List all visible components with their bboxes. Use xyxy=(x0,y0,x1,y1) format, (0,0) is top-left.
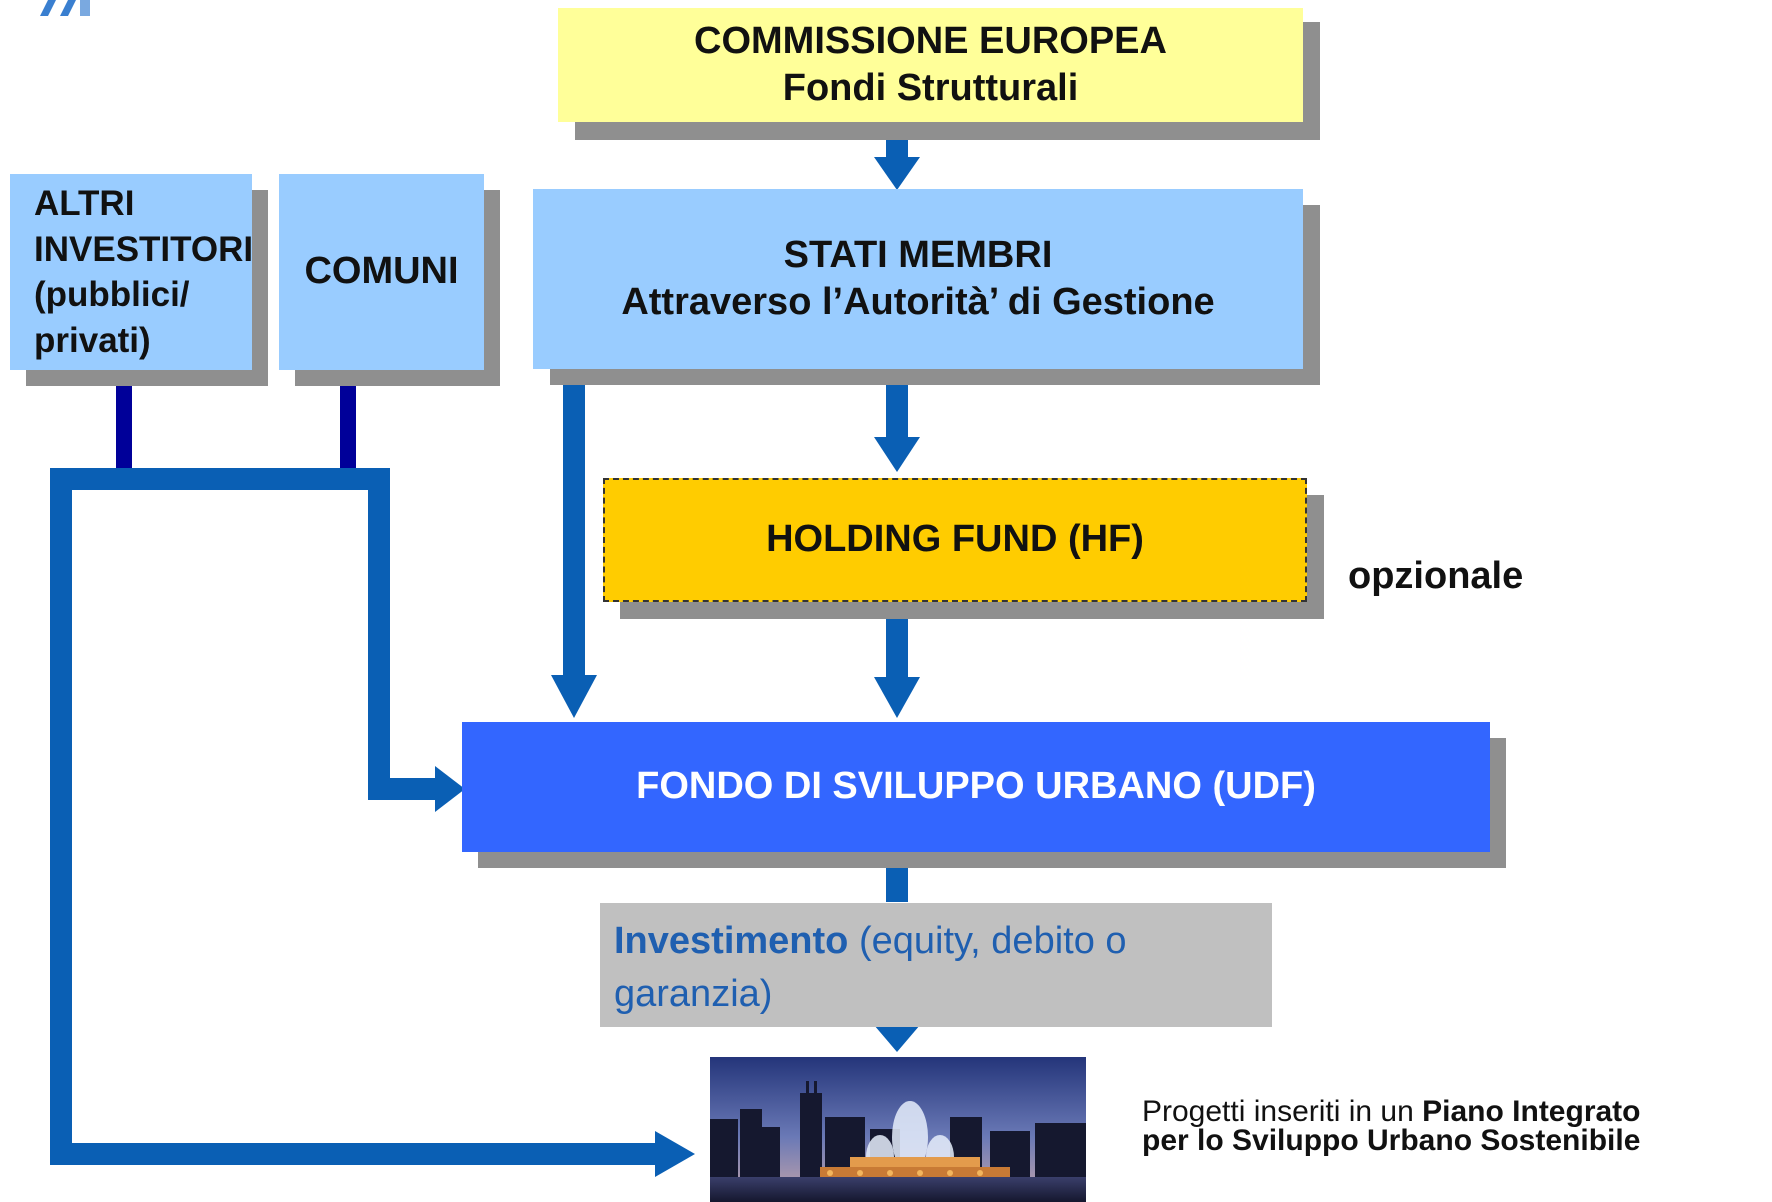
altri-line4: privati) xyxy=(34,320,151,360)
arrow-shaft-stati-udf xyxy=(563,385,585,680)
connector-to-udf xyxy=(368,778,440,800)
arrow-shaft-stati-holding xyxy=(886,380,908,442)
arrow-head-stati-udf xyxy=(551,675,597,718)
investimento-rest: (equity, debito o xyxy=(848,920,1127,962)
arrow-shaft-commissione-stati xyxy=(886,140,908,162)
projects-prefix: Progetti inseriti in un xyxy=(1142,1095,1423,1128)
arrow-head-investimento-projects xyxy=(874,1025,920,1052)
stati-title: STATI MEMBRI xyxy=(783,233,1053,276)
projects-bold1: Piano Integrato xyxy=(1422,1095,1641,1128)
city-skyline-photo-icon xyxy=(710,1057,1086,1202)
arrow-head-to-udf xyxy=(435,766,465,812)
arrow-head-to-projects xyxy=(655,1131,695,1177)
arrow-head-holding-udf xyxy=(874,677,920,718)
investimento-line1: Investimento (equity, debito o xyxy=(614,915,1258,968)
connector-to-projects xyxy=(50,1143,660,1165)
arrow-shaft-udf-investimento xyxy=(886,862,908,902)
holding-fund-box: HOLDING FUND (HF) xyxy=(603,478,1307,602)
commissione-europea-box: COMMISSIONE EUROPEA Fondi Strutturali xyxy=(558,8,1303,122)
altri-investitori-box: ALTRI INVESTITORI (pubblici/ privati) xyxy=(10,174,254,370)
arrow-shaft-holding-udf xyxy=(886,615,908,682)
investimento-bold: Investimento xyxy=(614,920,849,962)
projects-line1: Progetti inseriti in un Piano Integrato xyxy=(1142,1095,1641,1128)
opzionale-label: opzionale xyxy=(1348,555,1524,597)
projects-line2: per lo Sviluppo Urbano Sostenibile xyxy=(1142,1123,1641,1157)
connector-horizontal-bar xyxy=(50,468,390,490)
holding-label: HOLDING FUND (HF) xyxy=(766,518,1144,561)
stati-membri-box: STATI MEMBRI Attraverso l’Autorità’ di G… xyxy=(533,189,1303,369)
commissione-subtitle: Fondi Strutturali xyxy=(782,67,1079,109)
projects-bold2: per lo Sviluppo Urbano Sostenibile xyxy=(1142,1123,1641,1157)
arrow-head-commissione-stati xyxy=(874,157,920,190)
udf-box: FONDO DI SVILUPPO URBANO (UDF) xyxy=(462,722,1490,852)
connector-left-vertical xyxy=(50,468,72,1163)
investimento-line2: garanzia) xyxy=(614,973,773,1016)
arrow-head-stati-holding xyxy=(874,437,920,472)
logo-icon xyxy=(40,0,90,16)
commissione-title: COMMISSIONE EUROPEA xyxy=(694,19,1167,62)
investimento-box: Investimento (equity, debito o garanzia) xyxy=(600,903,1272,1027)
connector-altri-down xyxy=(116,385,132,475)
connector-right-vertical xyxy=(368,468,390,798)
altri-line2: INVESTITORI xyxy=(34,229,254,269)
projects-caption: Progetti inseriti in un Piano Integrato … xyxy=(1142,1095,1641,1157)
connector-comuni-down xyxy=(340,385,356,475)
comuni-label: COMUNI xyxy=(304,250,459,293)
altri-line1: ALTRI xyxy=(34,184,135,223)
altri-line3: (pubblici/ xyxy=(34,275,190,314)
udf-label: FONDO DI SVILUPPO URBANO (UDF) xyxy=(636,765,1316,808)
comuni-box: COMUNI xyxy=(279,174,484,370)
stati-subtitle: Attraverso l’Autorità’ di Gestione xyxy=(621,281,1215,323)
